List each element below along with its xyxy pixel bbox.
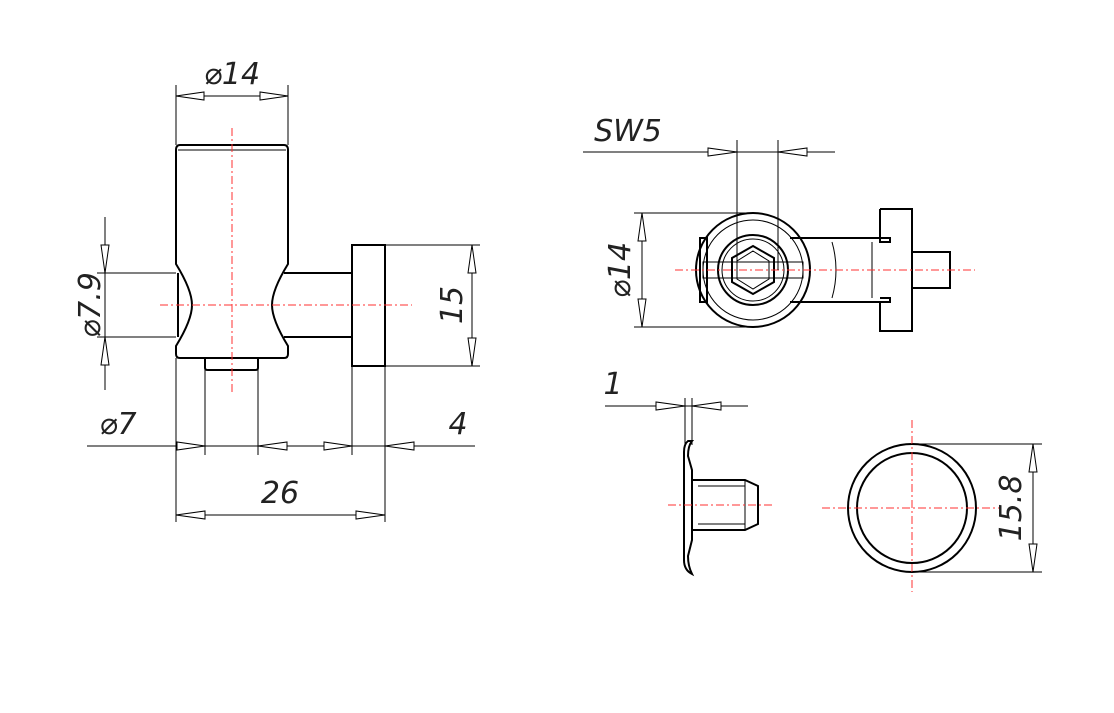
dim-dia14-top: ⌀14	[603, 212, 753, 328]
dim-label: 26	[261, 476, 299, 511]
dim-label: ⌀7.9	[73, 272, 108, 338]
dim-thickness: 1	[603, 367, 748, 445]
front-view: ⌀14 ⌀7.9 15 ⌀7 4	[73, 57, 480, 522]
dim-flange-height: 15	[385, 244, 480, 367]
dim-label: ⌀7	[99, 407, 136, 442]
dim-label: SW5	[594, 114, 662, 149]
washer-side-view: 1	[603, 367, 772, 577]
dim-label: 15.8	[994, 475, 1029, 542]
washer-front-view: 15.8	[822, 420, 1042, 592]
washer-tube	[692, 479, 759, 531]
body-outline	[175, 144, 289, 359]
dim-label: 4	[448, 407, 467, 442]
dim-label: 1	[603, 367, 622, 402]
dim-sw5: SW5	[583, 114, 835, 270]
flange	[879, 208, 913, 332]
top-view: SW5 ⌀14	[583, 114, 975, 332]
dim-overall-length: 26	[175, 476, 386, 520]
washer-plate	[683, 440, 695, 577]
dim-label: ⌀14	[603, 242, 638, 298]
dim-dia7-9: ⌀7.9	[73, 217, 176, 390]
hex-socket	[731, 244, 775, 296]
dim-outer-dia: 15.8	[912, 443, 1042, 573]
dim-label: 15	[435, 286, 470, 324]
body-side	[790, 237, 880, 303]
dim-dia7-and-4: ⌀7 4	[87, 358, 475, 522]
side-shaft	[284, 272, 352, 338]
dim-dia14: ⌀14	[175, 57, 289, 145]
dim-label: ⌀14	[204, 57, 260, 92]
